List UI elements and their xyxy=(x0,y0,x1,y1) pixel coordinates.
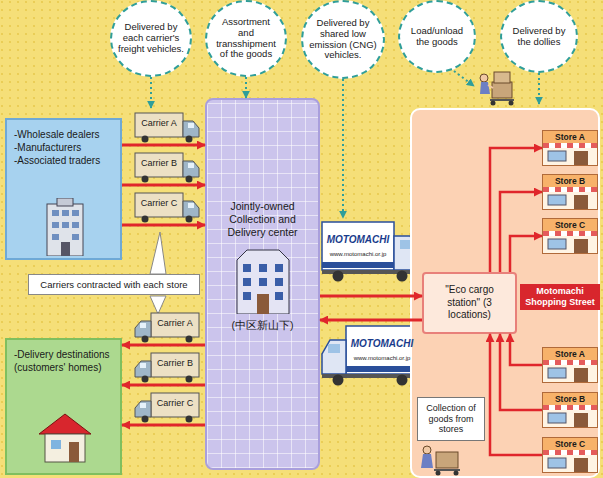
flow-arrow xyxy=(320,295,422,298)
node-text: Load/unload the goods xyxy=(406,26,468,48)
house-icon xyxy=(37,412,93,464)
store: Store B xyxy=(542,392,598,428)
node-text: Delivered by shared low emission (CNG) v… xyxy=(309,18,377,62)
collection-box: Collection of goods from stores xyxy=(417,397,485,441)
flow-arrow xyxy=(122,224,205,227)
flow-arrow xyxy=(500,192,542,272)
truck-label: Carrier A xyxy=(135,118,183,128)
flow-arrow xyxy=(510,236,542,272)
storefront-icon xyxy=(543,143,597,165)
node-text: Assortment and transshipment of the good… xyxy=(213,17,279,61)
node-text: -Wholesale dealers xyxy=(14,128,113,141)
building-icon xyxy=(233,246,293,314)
flow-arrow xyxy=(490,334,542,455)
node-text: Delivered by each carrier's freight vehi… xyxy=(118,22,184,55)
truck-label: Carrier C xyxy=(135,198,183,208)
flow-arrow xyxy=(122,344,205,347)
delivery-center: Jointly-owned Collection and Delivery ce… xyxy=(205,98,320,470)
node-text: Motomachi Shopping Street xyxy=(520,284,600,310)
storefront-icon xyxy=(543,405,597,427)
truck-branding: www.motomachi.or.jp xyxy=(323,251,393,257)
dolly-person xyxy=(480,72,514,106)
destination-box: -Delivery destinations (customers' homes… xyxy=(5,338,122,475)
storefront-icon xyxy=(543,360,597,382)
node-text: "Eco cargo station" (3 locations) xyxy=(428,284,511,322)
callout-box: Carriers contracted with each store xyxy=(28,274,200,295)
eco-cargo-station: "Eco cargo station" (3 locations) xyxy=(422,272,517,334)
truck-label: Carrier B xyxy=(135,158,183,168)
truck-label: Carrier B xyxy=(151,358,199,368)
truck-branding: MOTOMACHI xyxy=(323,234,393,245)
node-text: Store A xyxy=(543,348,597,360)
node-text: Store C xyxy=(543,219,597,231)
flow-arrow xyxy=(500,334,542,410)
flow-arrow xyxy=(510,334,542,365)
callout-circle: Delivered by each carrier's freight vehi… xyxy=(110,0,192,77)
storefront-icon xyxy=(543,231,597,253)
node-text: -Associated traders xyxy=(14,154,113,167)
supplier-box: -Wholesale dealers-Manufacturers-Associa… xyxy=(5,118,122,260)
flow-arrow xyxy=(122,424,205,427)
node-text: Carriers contracted with each store xyxy=(35,279,193,290)
flow-arrow xyxy=(122,384,205,387)
store: Store A xyxy=(542,130,598,166)
callout-arrow xyxy=(245,77,247,98)
node-text: Collection of goods from stores xyxy=(421,403,481,435)
flow-arrow xyxy=(490,148,542,272)
flow-arrow xyxy=(122,144,205,147)
storefront-icon xyxy=(543,450,597,472)
truck-label: Carrier C xyxy=(151,398,199,408)
shopping-street: Motomachi Shopping Street "Eco cargo stat… xyxy=(410,108,600,478)
cng-trucks xyxy=(322,222,418,386)
store: Store B xyxy=(542,174,598,210)
node-text: (中区新山下) xyxy=(213,319,312,332)
node-text: -Manufacturers xyxy=(14,141,113,154)
callout-circle: Delivered by shared low emission (CNG) v… xyxy=(301,0,385,79)
truck-label: Carrier A xyxy=(151,318,199,328)
building-icon xyxy=(43,198,87,256)
truck-branding: MOTOMACHI xyxy=(347,338,417,349)
callout-circle: Delivered by the dollies xyxy=(500,0,578,73)
truck-branding: www.motomachi.or.jp xyxy=(347,355,417,361)
store: Store C xyxy=(542,437,598,473)
callout-tails xyxy=(150,232,166,314)
node-text: Store B xyxy=(543,175,597,187)
callout-circle: Assortment and transshipment of the good… xyxy=(205,0,287,77)
flow-arrow xyxy=(320,319,422,322)
dolly-person xyxy=(420,444,468,476)
node-text: Jointly-owned Collection and Delivery ce… xyxy=(213,200,312,239)
flow-arrow xyxy=(122,184,205,187)
store: Store A xyxy=(542,347,598,383)
callout-circle: Load/unload the goods xyxy=(398,0,476,73)
store: Store C xyxy=(542,218,598,254)
node-text: Store C xyxy=(543,438,597,450)
node-text: Store B xyxy=(543,393,597,405)
storefront-icon xyxy=(543,187,597,209)
node-text: Store A xyxy=(543,131,597,143)
carrier-trucks xyxy=(135,113,199,423)
node-text: Delivered by the dollies xyxy=(508,26,570,48)
node-text: -Delivery destinations (customers' homes… xyxy=(14,348,113,374)
